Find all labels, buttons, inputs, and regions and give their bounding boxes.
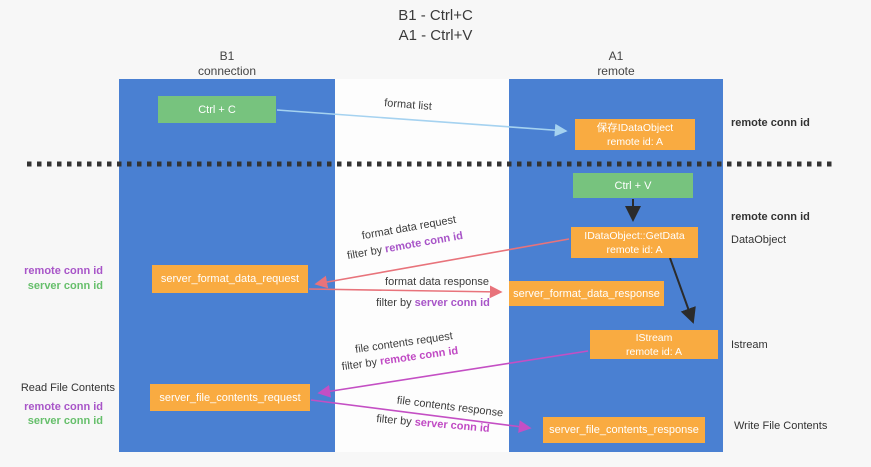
node-ctrl-v-label: Ctrl + V (614, 179, 652, 192)
node-istream: IStream remote id: A (590, 330, 718, 359)
left-server-conn-id: server conn id (27, 415, 103, 427)
left-remote-conn-id: remote conn id (24, 265, 103, 277)
diagram-title: B1 - Ctrl+C A1 - Ctrl+V (0, 6, 871, 46)
right-label-remote-conn-id-1: remote conn id (731, 117, 810, 129)
node-getdata-line1: IDataObject::GetData (584, 229, 685, 242)
node-server-format-data-request: server_format_data_request (152, 265, 308, 293)
right-label-dataobject: DataObject (731, 234, 787, 246)
left-label-read-file-contents: Read File Contents (20, 382, 115, 394)
node-server-file-contents-response-label: server_file_contents_response (549, 424, 699, 436)
left-server-conn-id: server conn id (27, 280, 103, 292)
node-server-file-contents-request: server_file_contents_request (150, 384, 310, 411)
server-conn-id-key: server conn id (414, 297, 490, 309)
right-label-write-file-contents: Write File Contents (734, 420, 828, 432)
node-server-format-data-response-label: server_format_data_response (513, 287, 660, 300)
node-save-idataobject: 保存IDataObject remote id: A (575, 119, 695, 150)
title-line-1: B1 - Ctrl+C (398, 7, 473, 24)
node-ctrl-c: Ctrl + C (158, 96, 276, 123)
node-getdata-line2: remote id: A (606, 243, 663, 256)
edge-label-format-data-response-filter: filter by server conn id (353, 297, 513, 309)
node-server-file-contents-response: server_file_contents_response (543, 417, 705, 443)
lane-a1-name: A1 (608, 49, 624, 63)
node-server-format-data-response: server_format_data_response (509, 281, 664, 306)
lane-header-a1: A1 remote (509, 49, 723, 79)
lane-b1-name: B1 (219, 49, 235, 63)
lane-gap-background (335, 79, 509, 452)
left-label-conn-ids-file: remote conn id server conn id (5, 400, 103, 428)
left-label-conn-ids-format: remote conn id server conn id (5, 264, 103, 294)
lane-header-b1: B1 connection (119, 49, 335, 79)
right-label-istream: Istream (731, 339, 768, 351)
lane-a1-role: remote (597, 64, 635, 78)
title-line-2: A1 - Ctrl+V (398, 27, 473, 44)
filter-by-text: filter by (376, 297, 412, 309)
node-ctrl-c-label: Ctrl + C (198, 103, 236, 116)
right-label-remote-conn-id-2: remote conn id (731, 211, 810, 223)
left-remote-conn-id: remote conn id (24, 401, 103, 413)
node-server-file-contents-request-label: server_file_contents_request (159, 391, 301, 404)
node-server-format-data-request-label: server_format_data_request (160, 273, 300, 285)
edge-label-format-data-response: format data response (385, 276, 489, 288)
node-save-idataobject-line2: remote id: A (606, 135, 664, 148)
node-idataobject-getdata: IDataObject::GetData remote id: A (571, 227, 698, 258)
node-istream-line1: IStream (635, 331, 673, 344)
node-save-idataobject-line1: 保存IDataObject (596, 121, 674, 134)
lane-b1-role: connection (197, 64, 257, 78)
node-istream-line2: remote id: A (625, 345, 683, 358)
node-ctrl-v: Ctrl + V (573, 173, 693, 198)
